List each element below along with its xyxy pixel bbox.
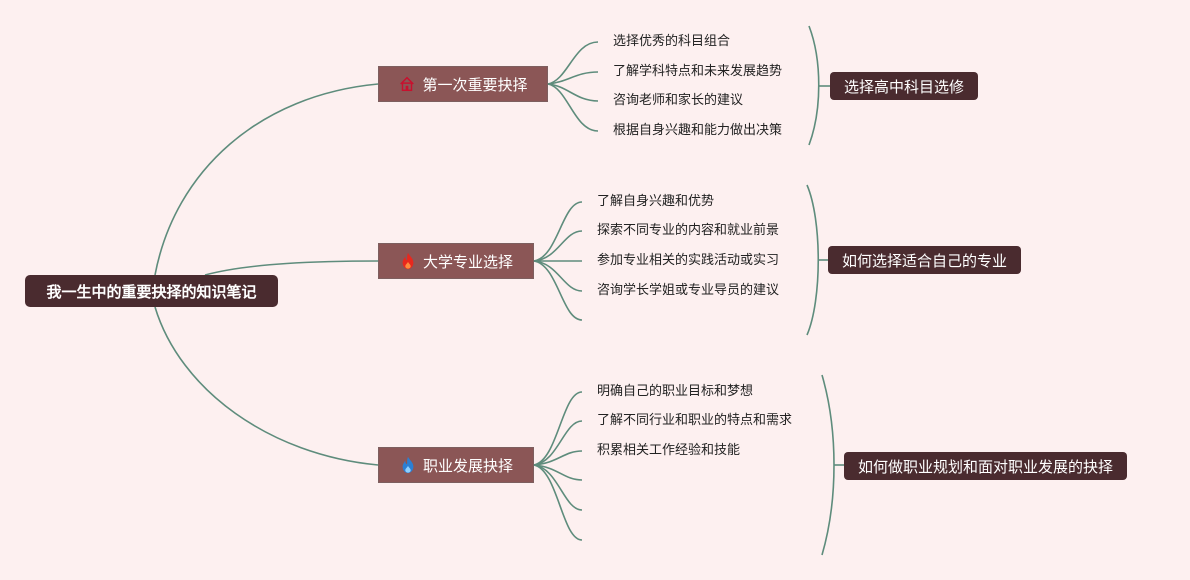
subtopic-item[interactable]: 咨询学长学姐或专业导员的建议 <box>597 283 780 298</box>
fire-icon <box>402 252 414 270</box>
branch-2-leaf-5-connector <box>533 260 583 321</box>
subtopic-item[interactable]: 探索不同专业的内容和就业前景 <box>597 223 780 238</box>
branch-1-leaf-1-connector <box>547 41 599 85</box>
subtopic-item[interactable]: 积累相关工作经验和技能 <box>597 443 741 458</box>
subtopic-item[interactable]: 了解学科特点和未来发展趋势 <box>613 64 783 79</box>
branch-2-leaf-1-connector <box>533 201 583 262</box>
summary-brace-3 <box>821 374 835 556</box>
branch-3-leaf-1-connector <box>533 391 583 466</box>
branch-2-leaf-4-connector <box>533 260 583 292</box>
summary-topic[interactable]: 如何选择适合自己的专业 <box>828 246 1022 274</box>
branch-1-leaf-3-connector <box>547 83 599 102</box>
subtopic-item[interactable]: 根据自身兴趣和能力做出决策 <box>613 123 783 138</box>
subtopic-item[interactable]: 咨询老师和家长的建议 <box>613 93 744 108</box>
root-branch-2-connector <box>204 260 379 276</box>
branch-1-leaf-4-connector <box>547 83 599 132</box>
branch-1-leaf-2-connector <box>547 71 599 85</box>
root-branch-1-connector <box>154 83 379 276</box>
summary-brace-1 <box>808 25 820 146</box>
branch-topic-first-choice[interactable]: 第一次重要抉择 <box>378 66 548 102</box>
summary-topic[interactable]: 选择高中科目选修 <box>830 72 979 100</box>
branch-topic-label: 职业发展抉择 <box>422 456 513 475</box>
root-topic-label: 我一生中的重要抉择的知识笔记 <box>46 282 257 301</box>
branch-topic-label: 大学专业选择 <box>422 252 513 271</box>
branch-3-leaf-2-connector <box>533 420 583 466</box>
summary-topic-label: 如何选择适合自己的专业 <box>842 251 1008 270</box>
subtopic-item[interactable]: 选择优秀的科目组合 <box>613 34 731 49</box>
branch-3-leaf-5-connector <box>533 464 583 511</box>
house-icon <box>400 76 415 92</box>
branch-topic-major-choice[interactable]: 大学专业选择 <box>378 243 534 279</box>
summary-topic-label: 如何做职业规划和面对职业发展的抉择 <box>858 457 1114 476</box>
branch-3-leaf-3-connector <box>533 450 583 466</box>
flame-icon <box>402 456 414 474</box>
summary-brace-2 <box>806 184 819 336</box>
root-branch-3-connector <box>154 306 379 466</box>
subtopic-item[interactable]: 明确自己的职业目标和梦想 <box>597 384 754 399</box>
summary-topic[interactable]: 如何做职业规划和面对职业发展的抉择 <box>844 452 1128 480</box>
subtopic-item[interactable]: 参加专业相关的实践活动或实习 <box>597 253 780 268</box>
subtopic-item[interactable]: 了解不同行业和职业的特点和需求 <box>597 413 793 428</box>
root-topic[interactable]: 我一生中的重要抉择的知识笔记 <box>25 275 278 307</box>
branch-topic-label: 第一次重要抉择 <box>422 75 528 94</box>
summary-topic-label: 选择高中科目选修 <box>844 77 965 96</box>
branch-2-leaf-2-connector <box>533 230 583 262</box>
branch-topic-career-choice[interactable]: 职业发展抉择 <box>378 447 534 483</box>
subtopic-item[interactable]: 了解自身兴趣和优势 <box>597 194 715 209</box>
branch-3-leaf-6-connector <box>533 464 583 541</box>
